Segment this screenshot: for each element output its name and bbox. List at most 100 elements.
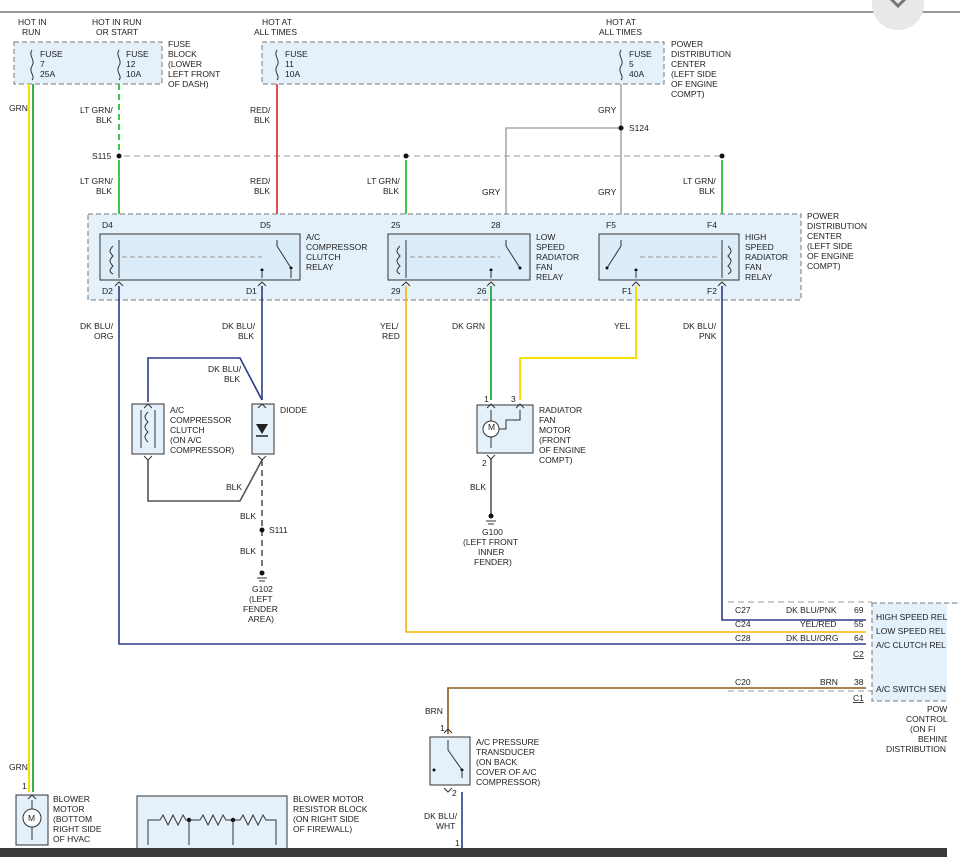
blk-label-4: BLK — [470, 482, 486, 492]
ltgrn-blk-label-4: LT GRN/BLK — [683, 176, 716, 196]
wire-dkblu-org-c28 — [118, 286, 866, 645]
gry-label-3: GRY — [598, 187, 617, 197]
pin-d1: D1 — [246, 286, 257, 296]
diode-icon — [251, 403, 275, 461]
dkblu-pnk-label: DK BLU/PNK — [683, 321, 717, 341]
c24-pin: 55 — [854, 619, 864, 629]
pin-f4: F4 — [707, 220, 717, 230]
s111-node — [259, 527, 265, 533]
s115-label: S115 — [92, 151, 111, 161]
close-icon[interactable] — [872, 0, 924, 30]
c27-color: DK BLU/PNK — [786, 605, 837, 615]
yel-label: YEL — [614, 321, 630, 331]
high-speed-fan-relay — [598, 233, 740, 281]
low-speed-fan-relay — [387, 233, 531, 281]
c20-color: BRN — [820, 677, 838, 687]
red-blk-label-2: RED/BLK — [250, 176, 271, 196]
diode-label: DIODE — [280, 405, 307, 415]
pin-f2: F2 — [707, 286, 717, 296]
ltgrn-blk-label-1: LT GRN/BLK — [80, 105, 113, 125]
transducer-pin-1: 1 — [440, 723, 445, 733]
red-blk-label-1: RED/BLK — [250, 105, 271, 125]
dkblu-blk-label-1: DK BLU/BLK — [222, 321, 256, 341]
s124-node — [618, 125, 624, 131]
fuse-block-box — [13, 41, 163, 85]
pcm-box — [871, 602, 960, 702]
c27-pin: 69 — [854, 605, 864, 615]
pin-d5: D5 — [260, 220, 271, 230]
gry-label-1: GRY — [598, 105, 617, 115]
ground-icon — [486, 513, 496, 525]
blk-label-1: BLK — [226, 482, 242, 492]
ac-pressure-transducer — [429, 728, 471, 793]
grn-label-bottom: GRN — [9, 762, 28, 772]
pin-26: 26 — [477, 286, 487, 296]
resistor-icon — [147, 813, 277, 845]
ground-icon — [257, 570, 267, 582]
ac-compressor-clutch-relay — [99, 233, 301, 281]
c1-label: C1 — [853, 693, 864, 703]
ltgrn-blk-label-3: LT GRN/BLK — [367, 176, 400, 196]
yel-red-label: YEL/RED — [380, 321, 400, 341]
c28-color: DK BLU/ORG — [786, 633, 838, 643]
radiator-fan-motor — [476, 403, 534, 460]
pin-29: 29 — [391, 286, 401, 296]
wire-dkblu-pnk-c27 — [721, 286, 866, 621]
blower-resistor-block — [136, 795, 288, 857]
c20-pin: 38 — [854, 677, 864, 687]
fan-pin-1: 1 — [484, 394, 489, 404]
brn-label: BRN — [425, 706, 443, 716]
fan-motor-m: M — [488, 422, 495, 432]
grn-label-top: GRN — [9, 103, 28, 113]
c24-color: YEL/RED — [800, 619, 836, 629]
c28-pin: 64 — [854, 633, 864, 643]
wire-gray-28 — [505, 127, 621, 232]
ltgrn-blk-label-2: LT GRN/BLK — [80, 176, 113, 196]
pin-d4: D4 — [102, 220, 113, 230]
pcm-row-ac-clutch: A/C CLUTCH REL — [876, 640, 946, 650]
s111-label: S111 — [269, 525, 288, 535]
dkblu-org-label: DK BLU/ORG — [80, 321, 114, 341]
c2-label: C2 — [853, 649, 864, 659]
relay-connector-chevrons — [114, 281, 727, 287]
blk-label-2: BLK — [240, 511, 256, 521]
pin-25: 25 — [391, 220, 401, 230]
blower-motor-m: M — [28, 813, 35, 823]
pcm-row-high-speed: HIGH SPEED REL — [876, 612, 948, 622]
wire-yel-fan — [519, 286, 637, 400]
dkblu-blk-label-2: DK BLU/BLK — [208, 364, 242, 384]
blk-label-3: BLK — [240, 546, 256, 556]
dk-grn-label: DK GRN — [452, 321, 485, 331]
bottom-toolbar — [0, 848, 960, 857]
blower-pin-1: 1 — [22, 781, 27, 791]
gry-label-2: GRY — [482, 187, 501, 197]
fan-pin-2: 2 — [482, 458, 487, 468]
pin-d2: D2 — [102, 286, 113, 296]
pdc-fuse-box — [261, 41, 665, 85]
wire-yel-red-c24 — [405, 286, 866, 633]
splice-node-2 — [719, 153, 725, 159]
pcm-row-low-speed: LOW SPEED REL — [876, 626, 946, 636]
